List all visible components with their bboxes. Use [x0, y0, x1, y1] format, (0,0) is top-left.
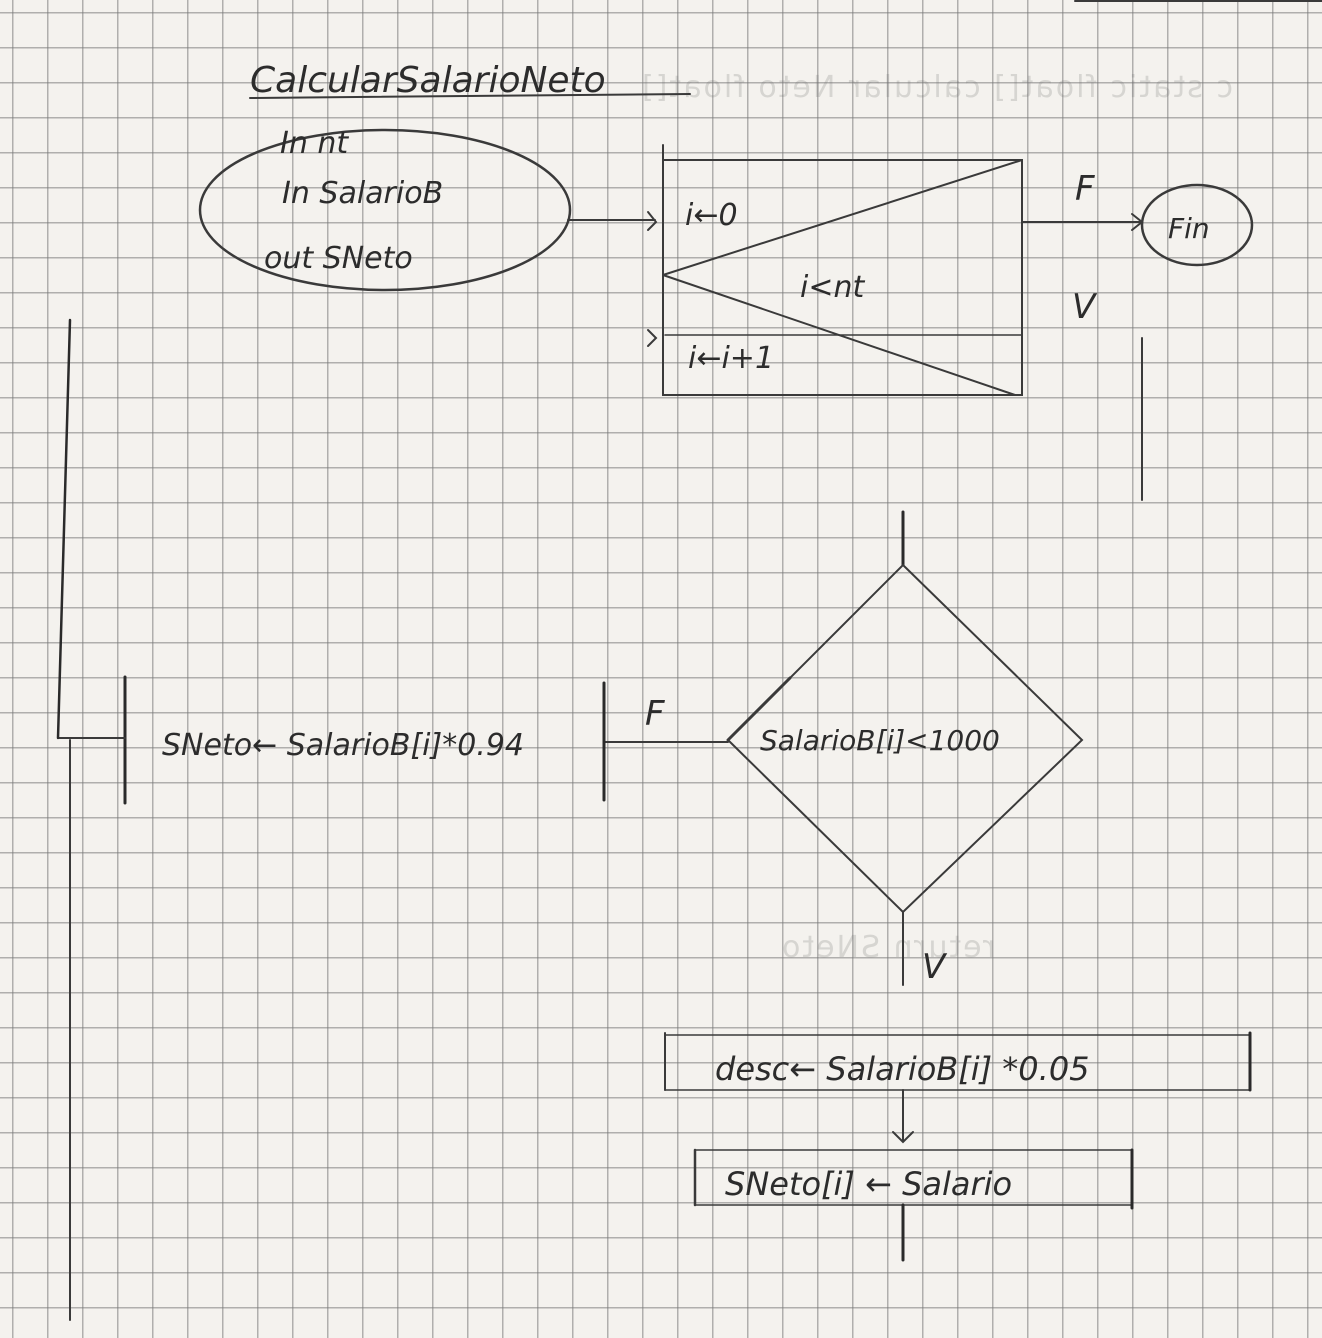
- param-in-nt: In nt: [280, 126, 349, 161]
- parameters-ellipse: [198, 128, 572, 292]
- arrowhead: [892, 1131, 914, 1144]
- arrowhead: [647, 329, 658, 347]
- param-out-sneto: out SNeto: [264, 241, 413, 276]
- false-branch-statement: SNeto← SalarioB[i]*0.94: [162, 728, 524, 763]
- loop-diagonal-top: [662, 159, 1023, 276]
- end-terminal: [1140, 183, 1254, 267]
- decision-false-label: F: [645, 694, 665, 734]
- diamond-edge-accent: [726, 676, 792, 742]
- title-underline: [249, 93, 691, 99]
- loop-true-label: V: [1072, 287, 1098, 327]
- sneto-statement: SNeto[i] ← Salario: [725, 1165, 1012, 1203]
- decision-condition: SalarioB[i]<1000: [760, 724, 1000, 757]
- function-title: CalcularSalarioNeto: [250, 60, 606, 101]
- arrowhead: [647, 211, 658, 231]
- loop-init: i←0: [685, 198, 738, 233]
- param-in-salariob: In SalarioB: [282, 176, 443, 211]
- loop-block: [662, 144, 1023, 396]
- loop-condition: i<nt: [800, 270, 865, 305]
- desc-statement: desc← SalarioB[i] *0.05: [715, 1050, 1090, 1088]
- loop-back-line: [56, 318, 72, 740]
- loop-increment: i←i+1: [688, 341, 774, 376]
- decision-true-label: V: [922, 947, 948, 987]
- loop-false-label: F: [1075, 169, 1095, 209]
- end-label: Fin: [1168, 212, 1210, 245]
